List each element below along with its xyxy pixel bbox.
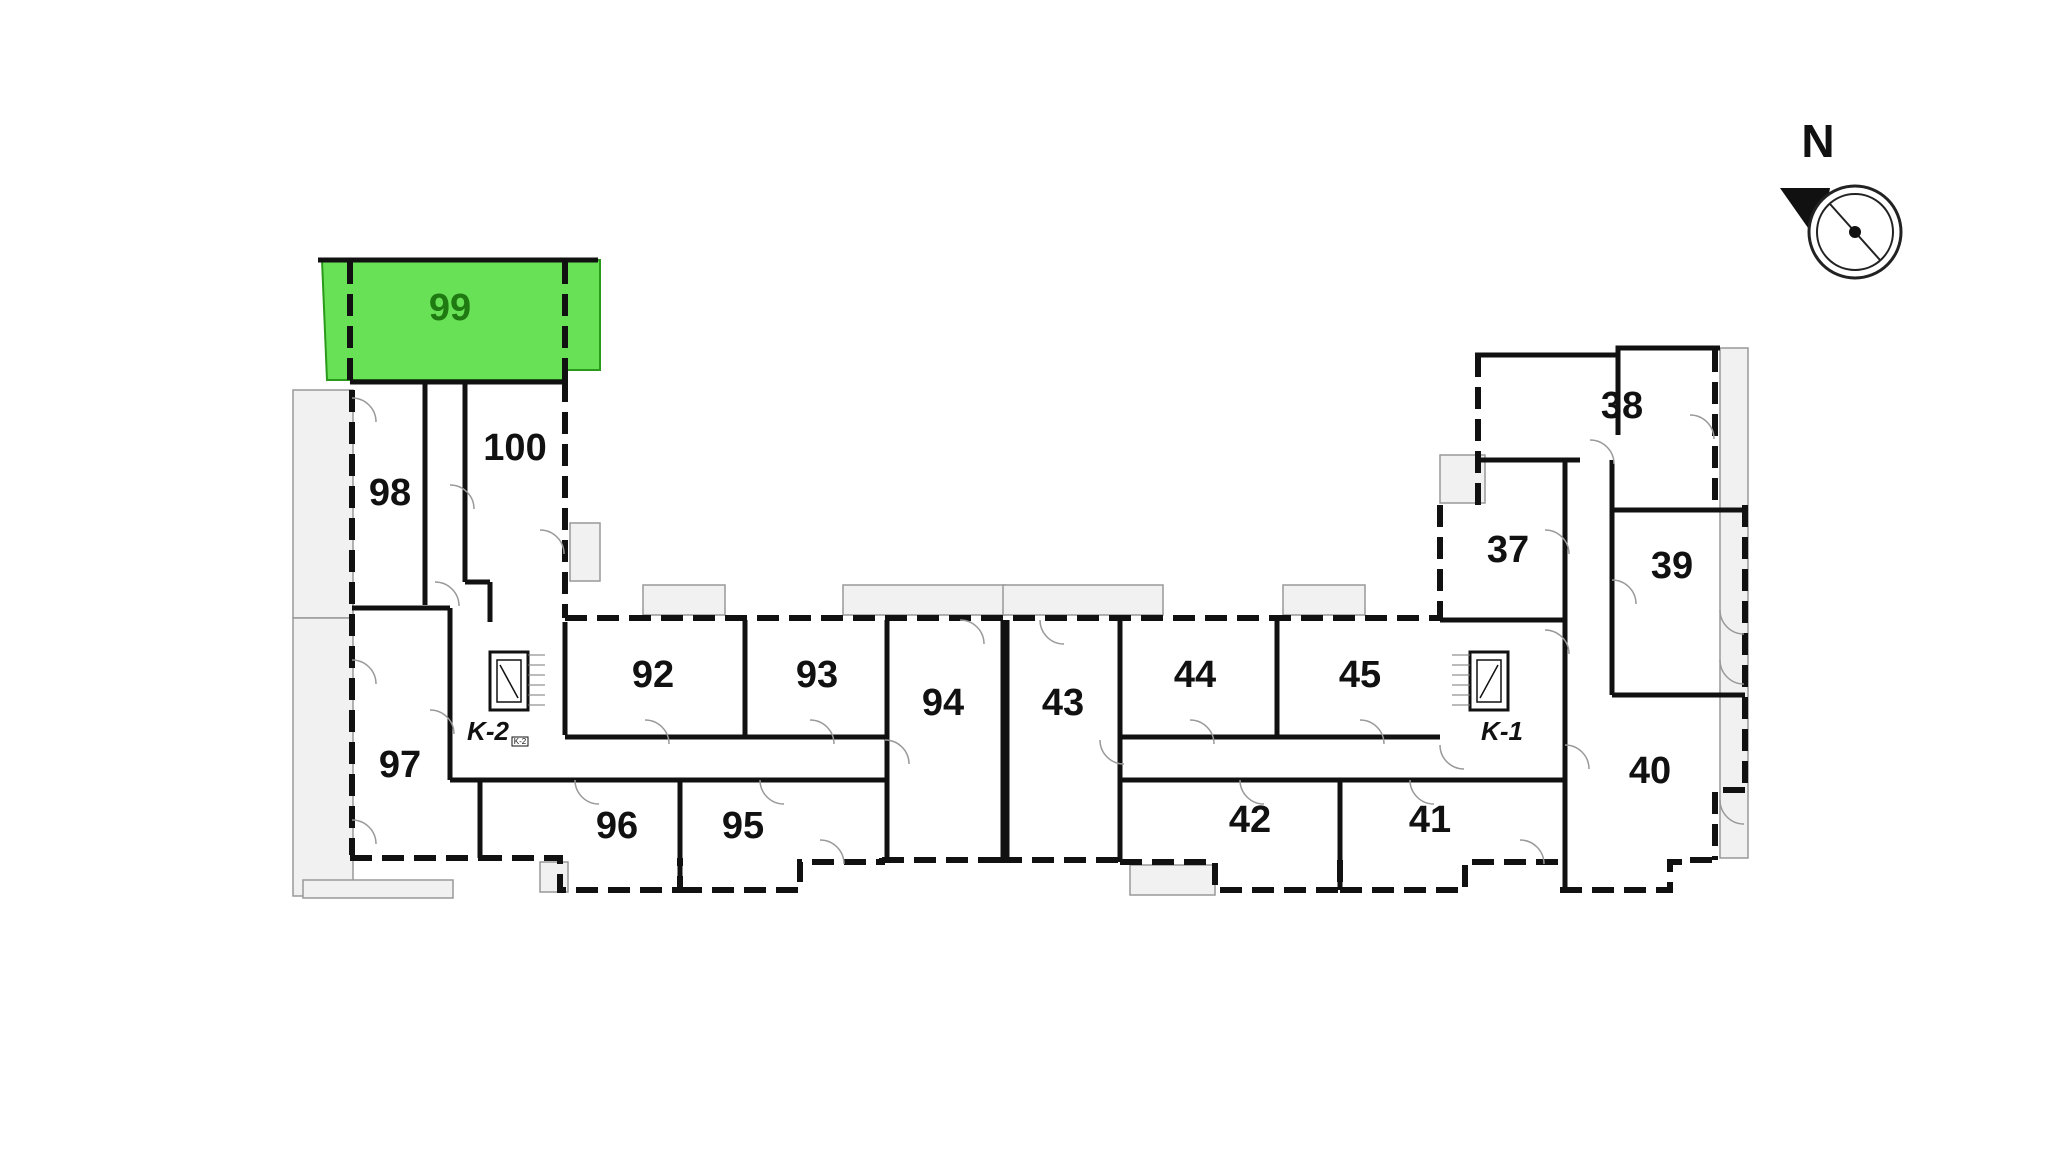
room-label-42[interactable]: 42 xyxy=(1229,799,1271,841)
room-label-38[interactable]: 38 xyxy=(1601,385,1643,427)
room-label-37[interactable]: 37 xyxy=(1487,529,1529,571)
room-label-45[interactable]: 45 xyxy=(1339,654,1381,696)
stair-labels: K-2 K-2 K-1 xyxy=(467,716,1523,747)
room-label-44[interactable]: 44 xyxy=(1174,654,1216,696)
room-label-43[interactable]: 43 xyxy=(1042,682,1084,724)
room-label-39[interactable]: 39 xyxy=(1651,545,1693,587)
compass-north-label: N xyxy=(1801,115,1834,167)
room-label-40[interactable]: 40 xyxy=(1629,750,1671,792)
stair-k2 xyxy=(488,650,545,712)
room-label-96[interactable]: 96 xyxy=(596,805,638,847)
interior-walls xyxy=(352,355,1745,890)
room-label-100[interactable]: 100 xyxy=(483,427,546,469)
room-label-95[interactable]: 95 xyxy=(722,805,764,847)
room-label-94[interactable]: 94 xyxy=(922,682,964,724)
room-label-98[interactable]: 98 xyxy=(369,472,411,514)
room-label-99[interactable]: 99 xyxy=(429,287,471,329)
stair-label-k1: K-1 xyxy=(1481,716,1523,746)
room-labels: 99 100 98 97 96 95 92 93 94 43 44 45 42 … xyxy=(369,287,1693,847)
compass-icon: N xyxy=(1780,115,1903,280)
stair-k1 xyxy=(1452,650,1510,712)
stair-tag-k2: K-2 xyxy=(514,737,527,746)
room-label-93[interactable]: 93 xyxy=(796,654,838,696)
stair-label-k2: K-2 xyxy=(467,716,509,746)
room-label-41[interactable]: 41 xyxy=(1409,799,1451,841)
room-label-92[interactable]: 92 xyxy=(632,654,674,696)
doors xyxy=(351,397,1745,865)
room-label-97[interactable]: 97 xyxy=(379,744,421,786)
